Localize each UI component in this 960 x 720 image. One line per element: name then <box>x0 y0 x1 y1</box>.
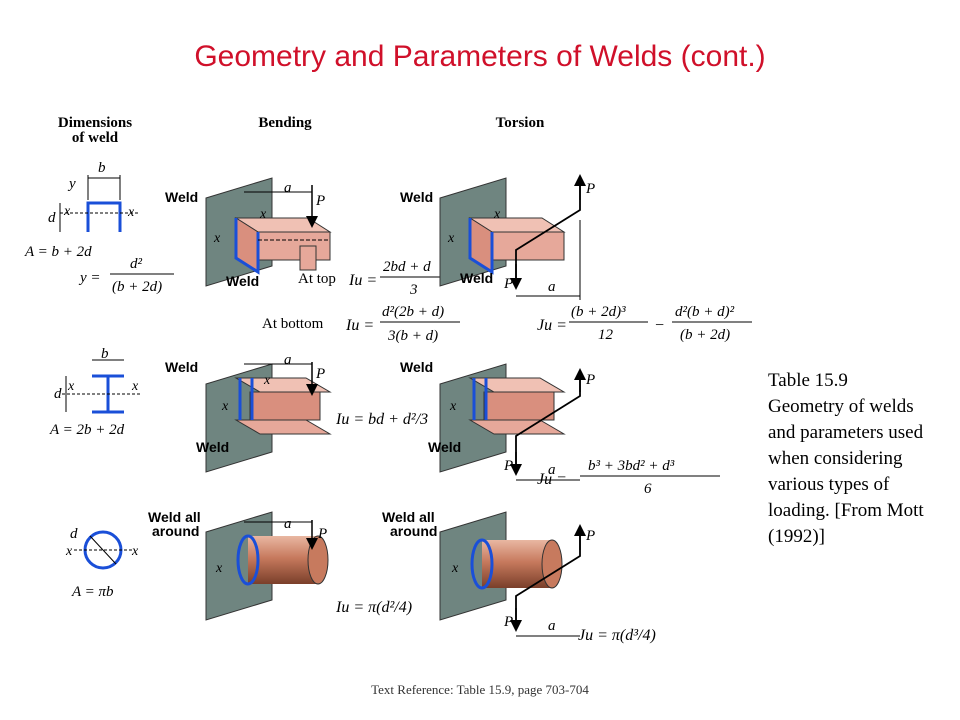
around-label: around <box>390 523 437 539</box>
label-P: P <box>503 458 513 474</box>
bending-top-den: 3 <box>409 282 418 298</box>
label-P: P <box>585 528 595 544</box>
label-x: x <box>67 379 75 394</box>
label-x: x <box>215 561 223 576</box>
bending-top-num: 2bd + d <box>383 259 431 275</box>
label-P: P <box>503 276 513 292</box>
around-label: around <box>152 523 199 539</box>
torsion1-den2: (b + 2d) <box>680 327 730 343</box>
y-formula-num: d² <box>130 256 143 272</box>
bending-bottom-num: d²(2b + d) <box>382 304 444 320</box>
channel-weld-shape <box>86 201 122 232</box>
label-x: x <box>65 544 73 559</box>
weld-label-top: Weld <box>165 189 198 205</box>
label-P: P <box>585 181 595 197</box>
label-d: d <box>70 526 78 542</box>
label-P: P <box>315 193 325 209</box>
label-a: a <box>284 352 292 368</box>
weld-label-top: Weld <box>400 189 433 205</box>
row3-dimension-sketch: d x x A = πb <box>65 526 139 600</box>
torsion1-minus: − <box>655 317 664 334</box>
y-formula-den: (b + 2d) <box>112 279 162 295</box>
label-a: a <box>548 618 556 634</box>
column-header-dimensions-line1: Dimensions <box>57 115 133 131</box>
label-d: d <box>54 386 62 402</box>
label-a: a <box>284 180 292 196</box>
weld-all-label: Weld all <box>148 509 201 525</box>
row3-bending-drawing: a P Weld all around x <box>148 509 329 621</box>
label-P: P <box>503 614 513 630</box>
bending2-formula: Iu = bd + d²/3 <box>335 411 428 428</box>
weld-label-bottom: Weld <box>428 439 461 455</box>
label-x: x <box>221 399 229 414</box>
weld-label-bottom: Weld <box>460 270 493 286</box>
label-x: x <box>447 231 455 246</box>
area-formula: A = b + 2d <box>24 244 92 260</box>
label-x: x <box>263 373 271 388</box>
label-a: a <box>548 279 556 295</box>
torsion2-num: b³ + 3bd² + d³ <box>588 458 675 474</box>
weld-label-bottom: Weld <box>196 439 229 455</box>
row2-bending-drawing: a P Weld Weld x x <box>165 352 332 473</box>
column-header-torsion: Torsion <box>495 115 545 131</box>
at-top-label: At top <box>298 271 336 287</box>
area-formula: A = 2b + 2d <box>49 422 125 438</box>
at-bottom-label: At bottom <box>262 316 324 332</box>
label-x: x <box>451 561 459 576</box>
torsion3-formula: Ju = π(d³/4) <box>578 627 656 644</box>
label-x: x <box>131 379 139 394</box>
weld-line <box>236 534 260 586</box>
label-x-right: x <box>127 205 135 220</box>
label-x: x <box>131 544 139 559</box>
row1-dimension-sketch: b y d x x A = b + 2d y = d² (b + 2d) <box>24 160 174 295</box>
label-P: P <box>317 526 327 542</box>
area-formula: A = πb <box>71 584 114 600</box>
label-y: y <box>67 176 76 192</box>
page-title: Geometry and Parameters of Welds (cont.) <box>194 40 766 73</box>
label-x: x <box>213 231 221 246</box>
row1-torsion-drawing: P P a Weld Weld x x <box>400 174 595 300</box>
label-x: x <box>259 207 267 222</box>
bending3-formula: Iu = π(d²/4) <box>335 599 412 616</box>
i-beam <box>234 419 332 435</box>
label-a: a <box>284 516 292 532</box>
channel-beam <box>257 231 331 261</box>
column-header-dimensions-line2: of weld <box>71 130 119 146</box>
column-header-dimensions: Dimensions of weld <box>40 116 150 146</box>
bending-bottom-lhs: Iu = <box>345 317 374 334</box>
label-b: b <box>98 160 106 176</box>
label-b: b <box>101 346 109 362</box>
torsion1-num2: d²(b + d)² <box>675 304 735 320</box>
weld-all-label: Weld all <box>382 509 435 525</box>
torsion1-den1: 12 <box>598 327 614 343</box>
bending-top-lhs: Iu = <box>348 272 377 289</box>
row2-torsion-drawing: P P a Weld Weld x <box>400 359 595 481</box>
label-x: x <box>493 207 501 222</box>
table-caption: Table 15.9 Geometry of welds and paramet… <box>768 370 924 547</box>
row3-torsion-drawing: P P a Weld all around x <box>382 509 595 637</box>
torsion2-den: 6 <box>644 481 652 497</box>
weld-label-top: Weld <box>400 359 433 375</box>
label-d: d <box>48 210 56 226</box>
label-P: P <box>585 372 595 388</box>
text-reference-footer: Text Reference: Table 15.9, page 703-704 <box>371 682 589 697</box>
weld-line <box>234 218 260 275</box>
weld-table-figure: b y d x x A = b + 2d y = d² (b + 2d) a P… <box>24 160 752 644</box>
weld-label-top: Weld <box>165 359 198 375</box>
column-header-bending: Bending <box>258 115 312 131</box>
torsion1-num1: (b + 2d)³ <box>571 304 626 320</box>
y-formula-lhs: y = <box>78 270 101 286</box>
bending-bottom-den: 3(b + d) <box>387 328 438 344</box>
label-x-left: x <box>63 204 71 219</box>
torsion1-lhs: Ju = <box>537 317 567 334</box>
torsion2-lhs: Ju = <box>537 471 567 488</box>
label-a: a <box>548 462 556 478</box>
row2-dimension-sketch: b d x x A = 2b + 2d <box>49 346 142 438</box>
weld-label-bottom: Weld <box>226 273 259 289</box>
label-x: x <box>449 399 457 414</box>
row1-bending-drawing: a P Weld Weld x x <box>165 177 332 289</box>
label-P: P <box>315 366 325 382</box>
